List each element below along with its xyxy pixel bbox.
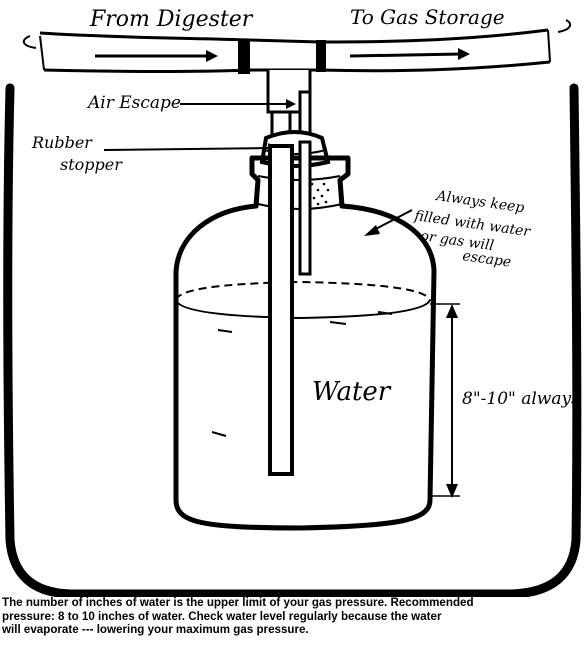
always-keep-arrow	[364, 209, 413, 236]
caption-line-3: will evaporate --- lowering your maximum…	[2, 623, 309, 636]
label-air-escape: Air Escape	[86, 93, 181, 113]
label-rubber-stopper-line1: Rubber	[31, 133, 93, 152]
depth-dimension-arrow	[430, 303, 460, 498]
water-surface	[175, 280, 431, 437]
label-water: Water	[312, 377, 392, 407]
air-escape-arrow	[180, 99, 296, 109]
caption-text: The number of inches of water is the upp…	[2, 596, 584, 637]
caption-line-2: pressure: 8 to 10 inches of water. Check…	[2, 609, 442, 623]
flow-arrow-out	[349, 48, 470, 60]
label-to-gas-storage: To Gas Storage	[350, 5, 505, 29]
caption-line-1: The number of inches of water is the upp…	[2, 596, 474, 609]
short-tube	[298, 140, 312, 276]
label-always-keep-line4: escape	[461, 248, 512, 271]
dip-tube	[268, 144, 294, 476]
container-outline	[3, 83, 582, 597]
water-trap-diagram: From Digester To Gas Storage Air Escape …	[3, 5, 582, 597]
label-from-digester: From Digester	[89, 7, 254, 32]
flow-arrow-in	[95, 50, 218, 62]
gas-pipe	[22, 19, 572, 150]
rubber-stopper-arrow	[103, 143, 278, 153]
label-rubber-stopper-line2: stopper	[60, 155, 123, 174]
label-water-depth: 8"-10" always	[462, 389, 580, 409]
